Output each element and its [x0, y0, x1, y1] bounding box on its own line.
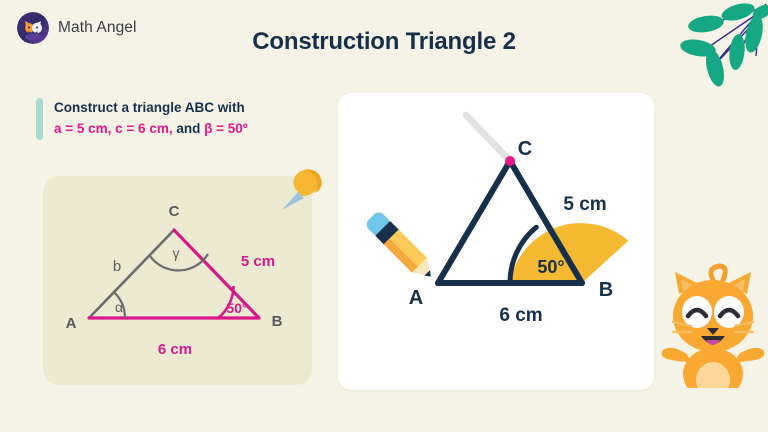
ref-side-ac [87, 228, 176, 320]
construction-triangle-diagram: A B C 6 cm 5 cm 50° [366, 111, 629, 326]
brand-name: Math Angel [58, 19, 137, 36]
cat-face-logo-icon [17, 12, 49, 44]
pencil-icon [366, 212, 431, 277]
ref-angle-label-b: 50° [226, 300, 247, 316]
construction-side-label-bc: 5 cm [563, 194, 606, 215]
ref-angle-arc-b [217, 285, 235, 320]
ref-angle-label-a: α [115, 299, 123, 315]
compass-arm-icon [462, 111, 514, 165]
instruction-accent-bar [36, 98, 43, 140]
ref-vertex-label-b: B [272, 313, 283, 330]
instruction-given-angle: β = 50º [204, 120, 248, 136]
vertex-dot-icon [505, 156, 515, 166]
brand-logo-group: Math Angel [17, 12, 137, 44]
instruction-block: Construct a triangle ABC with a = 5 cm, … [36, 98, 248, 140]
ref-vertex-label-a: A [66, 315, 77, 332]
construction-vertex-label-b: B [599, 279, 613, 301]
reference-diagram-card: A B C 6 cm 5 cm b α γ 50° [43, 169, 322, 385]
construction-angle-label-b: 50° [537, 257, 564, 277]
instruction-line-2: a = 5 cm, c = 6 cm, and β = 50º [54, 119, 248, 140]
instruction-line-1: Construct a triangle ABC with [54, 100, 245, 115]
ref-side-label-ac: b [113, 258, 121, 275]
pushpin-icon [282, 169, 322, 210]
construction-side-ac [435, 158, 513, 286]
ref-angle-arc-a [113, 291, 127, 319]
page-title: Construction Triangle 2 [252, 28, 516, 55]
ref-side-label-bc: 5 cm [241, 253, 275, 270]
construction-vertex-label-c: C [518, 138, 532, 160]
construction-side-label-ab: 6 cm [499, 305, 542, 326]
instruction-given-sides: a = 5 cm, c = 6 cm, [54, 120, 173, 136]
construction-diagram-card: A B C 6 cm 5 cm 50° [338, 93, 654, 390]
instruction-conjunction: and [172, 120, 205, 136]
reference-triangle-diagram: A B C 6 cm 5 cm b α γ 50° [66, 203, 283, 358]
ref-vertex-label-c: C [169, 203, 180, 220]
instruction-text-wrap: Construct a triangle ABC with a = 5 cm, … [54, 98, 248, 140]
angle-sector-b [510, 223, 629, 283]
ref-angle-arc-c [148, 253, 209, 272]
construction-vertex-label-a: A [409, 287, 423, 309]
ref-angle-label-c: γ [173, 245, 180, 261]
angle-arc-b [507, 224, 539, 286]
cat-mascot-icon [661, 263, 765, 388]
ref-side-label-ab: 6 cm [158, 341, 192, 358]
ref-side-cb [172, 228, 261, 320]
construction-side-cb [507, 158, 585, 286]
